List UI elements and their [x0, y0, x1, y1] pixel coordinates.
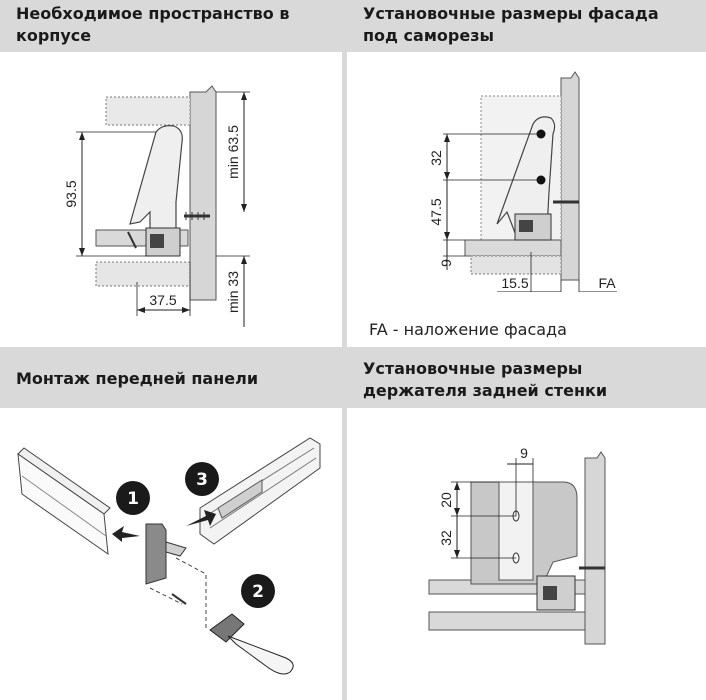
base-panel [470, 255, 562, 275]
header-line-1: Необходимое пространство в [16, 4, 290, 23]
header-front-panel-mounting: Монтаж передней панели [0, 353, 342, 408]
bottom-screw [127, 231, 137, 249]
header-line-1: Установочные размеры фасада [363, 4, 659, 23]
step-3-label: 3 [196, 470, 208, 490]
dim-15-5: 15.5 [501, 275, 528, 291]
diagram-back-wall-holder-dims: 20 32 9 [347, 408, 706, 700]
dim-32: 32 [428, 150, 444, 166]
bottom-shelf [428, 611, 586, 631]
horizontal-divider [0, 347, 706, 353]
diagram-space-in-cabinet: 93.5 min 63.5 min 33 37.5 [0, 52, 342, 347]
screwdriver-grip [209, 613, 245, 643]
diagram-front-panel-mounting: 1 2 3 [0, 408, 342, 700]
arrow-step-1 [112, 526, 140, 542]
diagram-front-screw-dims: 32 47.5 9 15.5 FA FA - наложение фасада [347, 52, 706, 347]
front-panel [560, 71, 580, 281]
dim-9: 9 [520, 445, 528, 461]
runner-clip [150, 234, 164, 248]
upper-drawer-outline [105, 96, 191, 126]
diagram-svg: 1 2 3 [17, 437, 321, 675]
diagram-svg: 93.5 min 63.5 min 33 37.5 [63, 85, 250, 327]
header-line-2: держателя задней стенки [363, 381, 608, 400]
cabinet-wall [584, 451, 606, 645]
dim-20: 20 [438, 492, 454, 508]
header-line-1: Монтаж передней панели [16, 369, 259, 388]
dim-47-5: 47.5 [428, 198, 444, 225]
header-space-in-cabinet: Необходимое пространство в корпусе [0, 0, 342, 52]
step-1-label: 1 [127, 489, 139, 509]
screwdriver-handle [227, 635, 294, 675]
header-line-2: корпусе [16, 26, 92, 45]
front-panel-strip [17, 452, 109, 556]
step-2-label: 2 [252, 582, 264, 602]
arrow-step-3 [186, 510, 216, 526]
lower-panel-outline [95, 261, 191, 287]
diagram-svg: 20 32 9 [428, 445, 606, 645]
header-line-2: под саморезы [363, 26, 494, 45]
diagram-svg: 32 47.5 9 15.5 FA [428, 71, 617, 292]
dim-fa: FA [598, 275, 616, 291]
step-1-badge [116, 481, 150, 515]
fa-note: FA - наложение фасада [369, 320, 567, 339]
dim-height: 93.5 [63, 180, 79, 207]
header-front-screw-dims: Установочные размеры фасада под саморезы [347, 0, 706, 52]
front-bracket [145, 523, 167, 585]
step-3-badge [185, 462, 219, 496]
header-line-1: Установочные размеры [363, 359, 583, 378]
dim-min-bottom: min 33 [225, 271, 241, 313]
dim-width: 37.5 [149, 292, 176, 308]
step-2-badge [241, 574, 275, 608]
dim-min-top: min 63.5 [225, 125, 241, 179]
dim-32: 32 [438, 530, 454, 546]
drawer-bottom-panel [464, 239, 562, 257]
header-back-wall-holder-dims: Установочные размеры держателя задней ст… [347, 353, 706, 408]
cabinet-side-wall [189, 85, 217, 301]
dim-9: 9 [438, 259, 454, 267]
